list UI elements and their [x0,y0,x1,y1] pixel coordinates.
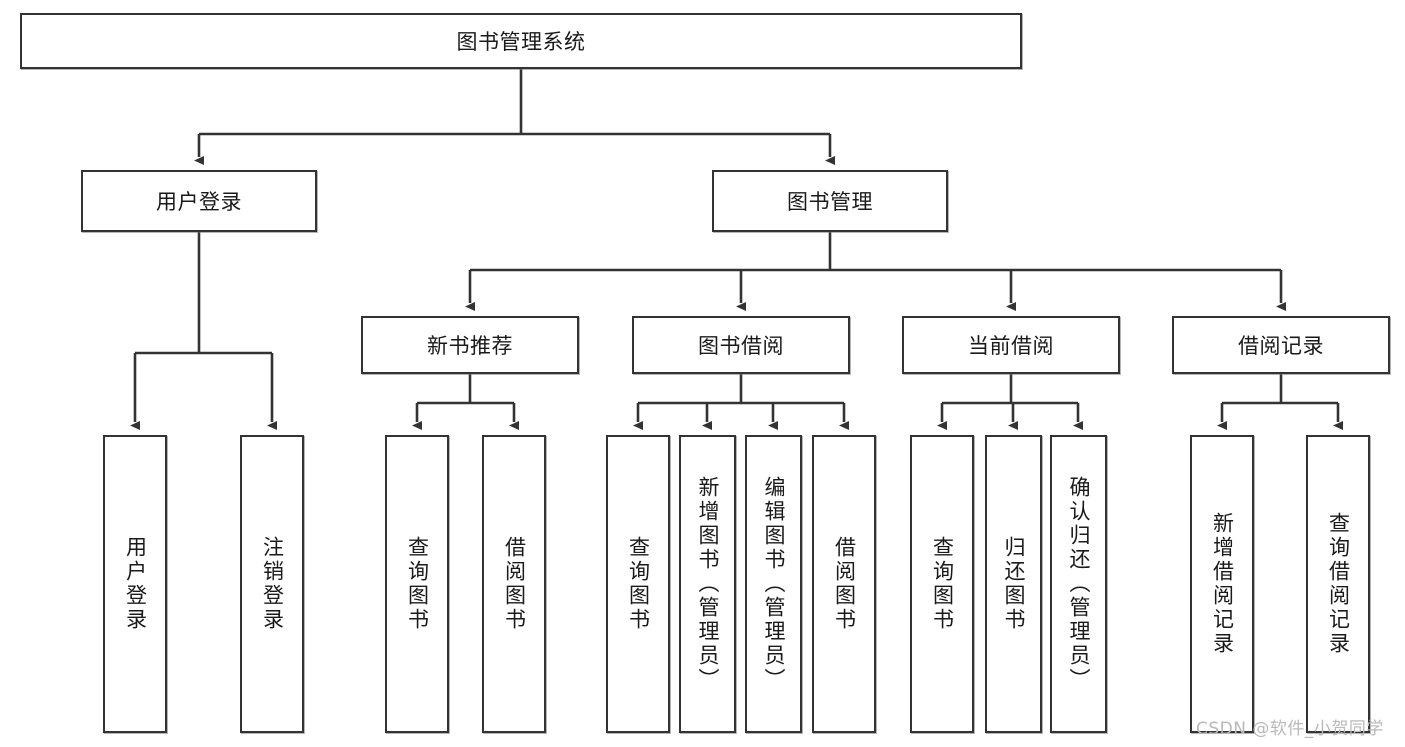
node-leaf-return-book-label: 归还图书 [1002,536,1026,632]
node-leaf-logout-label: 注销登录 [260,536,285,632]
node-borrow-record[interactable]: 借阅记录 [1172,316,1390,374]
node-leaf-add-book-label: 新增图书（管理员） [696,476,720,692]
node-leaf-query-record[interactable]: 查询借阅记录 [1306,435,1370,733]
node-leaf-query-book-bw[interactable]: 查询图书 [606,435,670,733]
node-leaf-return-book[interactable]: 归还图书 [985,435,1042,733]
node-current-borrow-label: 当前借阅 [968,334,1054,358]
node-leaf-borrow-book-bw-label: 借阅图书 [832,536,857,632]
node-leaf-user-login[interactable]: 用户登录 [103,435,167,733]
node-leaf-query-book-cb-label: 查询图书 [930,536,955,632]
node-book-borrow[interactable]: 图书借阅 [632,316,850,374]
node-leaf-add-record-label: 新增借阅记录 [1210,512,1235,656]
node-leaf-logout[interactable]: 注销登录 [240,435,304,733]
node-leaf-borrow-book-bw[interactable]: 借阅图书 [812,435,876,733]
node-leaf-borrow-book-rec[interactable]: 借阅图书 [482,435,546,733]
node-root[interactable]: 图书管理系统 [20,13,1022,69]
node-new-book-rec[interactable]: 新书推荐 [361,316,579,374]
csdn-watermark: CSDN @软件_小贺同学 [1196,719,1384,739]
node-leaf-query-book-cb[interactable]: 查询图书 [910,435,974,733]
node-leaf-user-login-label: 用户登录 [123,536,148,632]
node-leaf-query-book-rec[interactable]: 查询图书 [385,435,449,733]
node-leaf-edit-book-label: 编辑图书（管理员） [762,476,786,692]
node-book-manage[interactable]: 图书管理 [712,170,948,232]
node-leaf-borrow-book-rec-label: 借阅图书 [502,536,527,632]
node-book-manage-label: 图书管理 [787,190,873,214]
node-user-login-label: 用户登录 [156,190,242,214]
node-user-login[interactable]: 用户登录 [81,170,317,232]
node-root-label: 图书管理系统 [456,30,586,54]
node-leaf-add-book[interactable]: 新增图书（管理员） [679,435,736,733]
node-leaf-query-record-label: 查询借阅记录 [1326,512,1351,656]
node-leaf-add-record[interactable]: 新增借阅记录 [1190,435,1254,733]
node-borrow-record-label: 借阅记录 [1238,334,1324,358]
node-book-borrow-label: 图书借阅 [698,334,784,358]
node-current-borrow[interactable]: 当前借阅 [902,316,1120,374]
node-leaf-query-book-bw-label: 查询图书 [626,536,651,632]
node-leaf-query-book-rec-label: 查询图书 [405,536,430,632]
node-leaf-confirm-return-label: 确认归还（管理员） [1067,476,1091,692]
node-new-book-rec-label: 新书推荐 [427,334,513,358]
node-leaf-confirm-return[interactable]: 确认归还（管理员） [1050,435,1107,733]
node-leaf-edit-book[interactable]: 编辑图书（管理员） [745,435,802,733]
